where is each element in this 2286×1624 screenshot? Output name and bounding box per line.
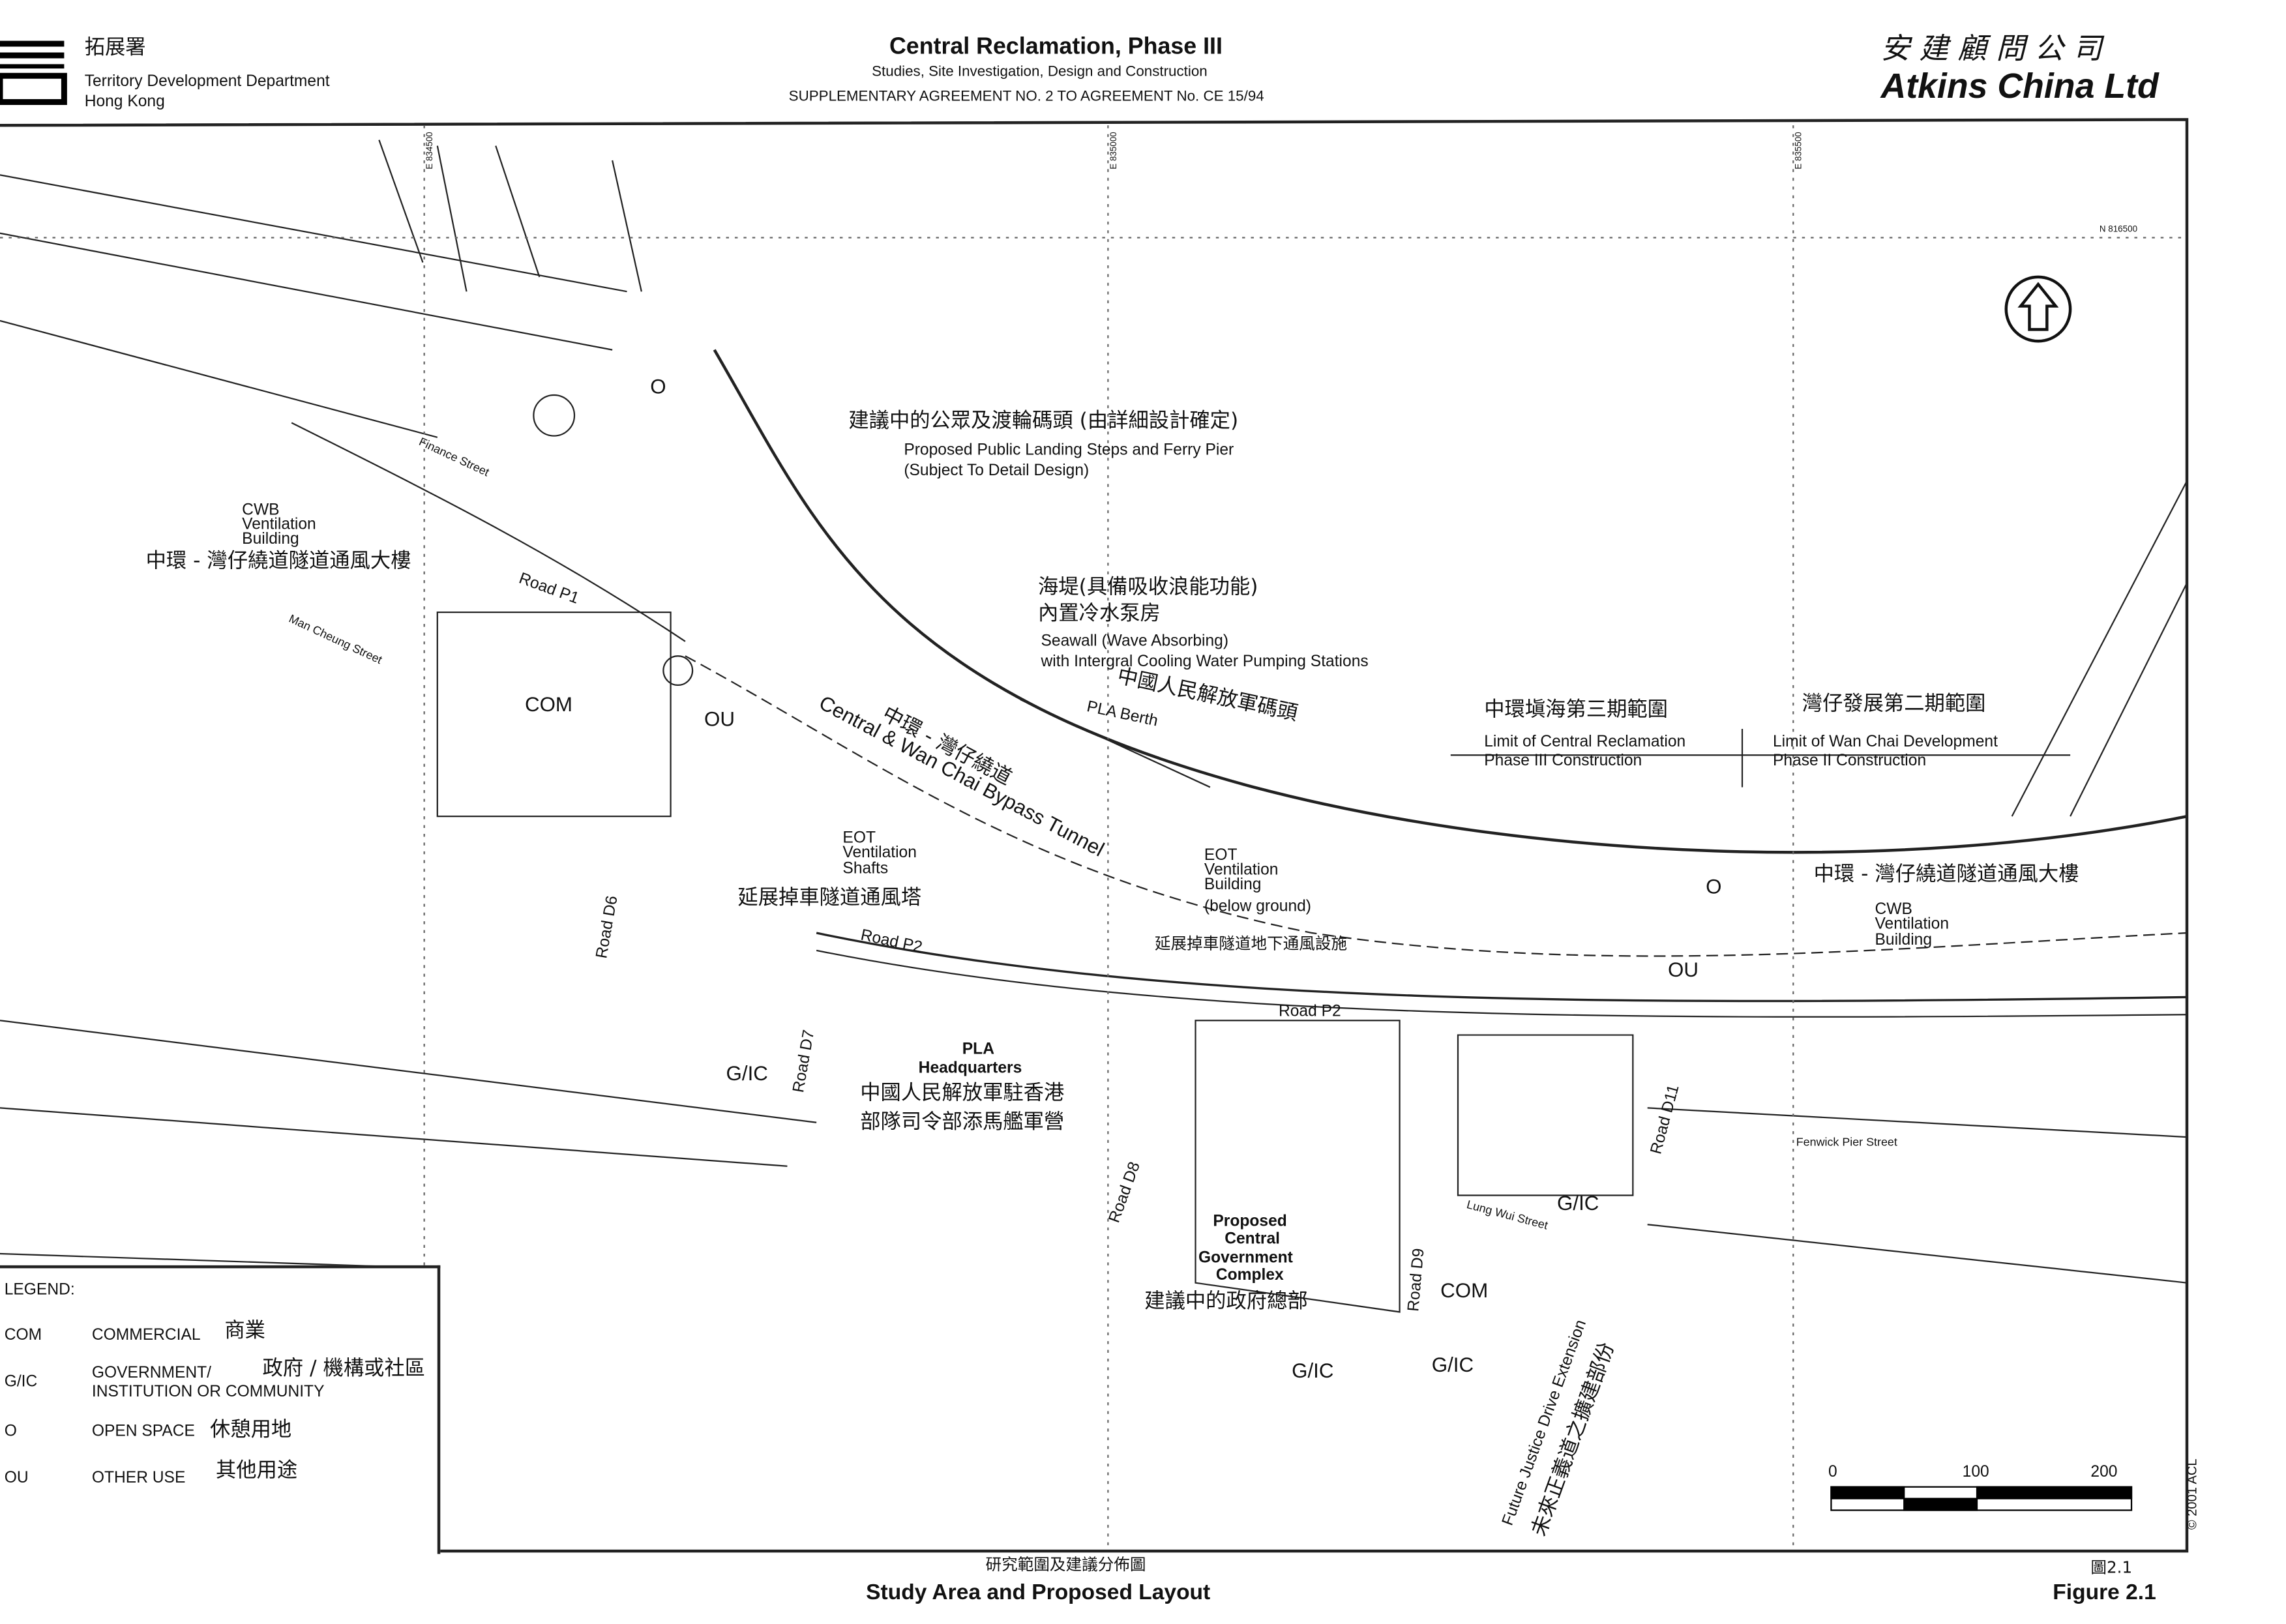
company-name-en: Atkins China Ltd bbox=[1880, 66, 2159, 107]
legend-desc-cn: 商業 bbox=[224, 1319, 265, 1343]
zone-label-o: O bbox=[1706, 874, 1722, 898]
seawall-label-cn2: 內置冷水泵房 bbox=[1038, 602, 1161, 626]
zone-label-gic: G/IC bbox=[1292, 1358, 1334, 1382]
cwb-vent-east-label: Building bbox=[1875, 931, 1933, 949]
legend-desc-cn: 其他用途 bbox=[215, 1459, 298, 1483]
zone-label-gic: G/IC bbox=[1557, 1190, 1599, 1215]
north-arrow-icon bbox=[2004, 275, 2072, 343]
scale-tick: 100 bbox=[1962, 1463, 1989, 1481]
dept-city: Hong Kong bbox=[84, 93, 165, 111]
road-p2 bbox=[816, 932, 2188, 1003]
grid-label: N 816500 bbox=[2099, 226, 2138, 235]
dept-name-en: Territory Development Department bbox=[84, 72, 330, 91]
legend-title: LEGEND: bbox=[4, 1281, 75, 1299]
limit-wanchai-note: Phase II Construction bbox=[1772, 752, 1927, 770]
eot-building-label: Building bbox=[1204, 876, 1262, 894]
seawall-label: Seawall (Wave Absorbing) bbox=[1041, 632, 1229, 651]
eot-shafts-label: Shafts bbox=[842, 860, 889, 878]
legend-code: COM bbox=[4, 1326, 42, 1344]
ferry-pier-label-cn: 建議中的公眾及渡輪碼頭 (由詳細設計確定) bbox=[848, 409, 1239, 434]
pla-hq-label: PLA bbox=[962, 1041, 994, 1059]
limit-central-label: Limit of Central Reclamation bbox=[1484, 733, 1686, 751]
cgc-label: Central bbox=[1225, 1230, 1280, 1248]
road-p1 bbox=[291, 422, 686, 642]
road-label: Road P2 bbox=[1278, 1003, 1341, 1021]
caption-en: Study Area and Proposed Layout bbox=[866, 1580, 1211, 1605]
scale-tick: 200 bbox=[2090, 1463, 2118, 1481]
eot-building-label: EOT bbox=[1204, 847, 1238, 864]
limit-wanchai-label-cn: 灣仔發展第二期範圍 bbox=[1802, 692, 1986, 716]
bypass-tunnel bbox=[685, 655, 2188, 957]
ferry-pier-label: Proposed Public Landing Steps and Ferry … bbox=[904, 441, 1234, 460]
legend-desc: INSTITUTION OR COMMUNITY bbox=[91, 1383, 325, 1401]
zone-label-gic: G/IC bbox=[726, 1061, 768, 1085]
legend-desc: COMMERCIAL bbox=[91, 1326, 201, 1344]
zone-label-ou: OU bbox=[1667, 958, 1699, 981]
legend-code: O bbox=[4, 1423, 17, 1441]
eot-shafts-label-cn: 延展掉車隧道通風塔 bbox=[737, 886, 922, 910]
legend-desc: GOVERNMENT/ bbox=[91, 1364, 212, 1382]
copyright: © 2001 ACL bbox=[2184, 1458, 2199, 1530]
cwb-vent-east-label: Ventilation bbox=[1875, 915, 1950, 934]
zone-label-o: O bbox=[650, 374, 666, 398]
project-title: Central Reclamation, Phase III bbox=[889, 35, 1223, 60]
eot-shafts-label: EOT bbox=[842, 829, 876, 848]
cgc-label-cn: 建議中的政府總部 bbox=[1144, 1290, 1308, 1314]
cgc-label: Government bbox=[1198, 1249, 1293, 1267]
project-subtitle: Studies, Site Investigation, Design and … bbox=[872, 64, 1208, 80]
cwb-vent-west-label: Building bbox=[242, 530, 299, 548]
limit-central-label-cn: 中環塡海第三期範圍 bbox=[1484, 698, 1668, 722]
cgc-label: Complex bbox=[1215, 1267, 1284, 1284]
dept-name-cn: 拓展署 bbox=[84, 36, 146, 60]
zone-label-gic: G/IC bbox=[1431, 1353, 1474, 1376]
eot-building-label-cn: 延展掉車隧道地下通風設施 bbox=[1154, 934, 1348, 954]
cwb-vent-west-label-cn: 中環 - 灣仔繞道隧道通風大樓 bbox=[145, 549, 411, 573]
company-name-cn: 安 建 顧 問 公 司 bbox=[1880, 30, 2102, 66]
figure-number: Figure 2.1 bbox=[2053, 1580, 2156, 1605]
zone-label-ou: OU bbox=[704, 707, 735, 731]
legend: LEGEND: COM COMMERCIAL 商業 G/IC GOVERNMEN… bbox=[0, 1265, 441, 1554]
roundabout bbox=[662, 655, 694, 687]
cwb-vent-east-label: CWB bbox=[1875, 900, 1912, 919]
agreement-no: SUPPLEMENTARY AGREEMENT NO. 2 TO AGREEME… bbox=[788, 89, 1264, 105]
eot-building-note: (below ground) bbox=[1204, 898, 1312, 916]
legend-code: OU bbox=[4, 1469, 29, 1487]
map-frame bbox=[0, 118, 2189, 1553]
grid-label: E 834500 bbox=[426, 132, 436, 170]
scale-bar bbox=[1830, 1486, 2133, 1511]
cwb-vent-west-label: CWB bbox=[242, 501, 280, 520]
caption-cn: 研究範圍及建議分佈圖 bbox=[985, 1555, 1146, 1574]
cwb-vent-east-label-cn: 中環 - 灣仔繞道隧道通風大樓 bbox=[1813, 863, 2079, 887]
eot-building-label: Ventilation bbox=[1204, 861, 1279, 879]
legend-desc-cn: 休憩用地 bbox=[209, 1418, 292, 1442]
logo-icon bbox=[0, 40, 67, 105]
legend-desc: OPEN SPACE bbox=[91, 1423, 195, 1441]
limit-wanchai-label: Limit of Wan Chai Development bbox=[1772, 733, 1998, 751]
seawall-note: with Intergral Cooling Water Pumping Sta… bbox=[1041, 653, 1369, 671]
pla-hq-label-cn: 中國人民解放軍駐香港 bbox=[860, 1082, 1065, 1105]
figure-number-cn: 圖2.1 bbox=[2090, 1558, 2133, 1578]
street-label: Fenwick Pier Street bbox=[1796, 1135, 1897, 1149]
legend-desc: OTHER USE bbox=[91, 1469, 186, 1487]
ferry-pier-note: (Subject To Detail Design) bbox=[904, 462, 1090, 480]
grid-label: E 835000 bbox=[1110, 132, 1120, 170]
cwb-vent-west-label: Ventilation bbox=[242, 516, 316, 534]
cgc-label: Proposed bbox=[1213, 1213, 1287, 1231]
zone-label-com: COM bbox=[524, 692, 573, 716]
seawall-line bbox=[713, 349, 2188, 854]
pla-hq-label: Headquarters bbox=[918, 1059, 1022, 1078]
zone-label-com: COM bbox=[1440, 1278, 1489, 1302]
grid-label: E 835500 bbox=[1795, 132, 1805, 170]
legend-desc-cn: 政府 / 機構或社區 bbox=[262, 1357, 426, 1381]
limit-central-note: Phase III Construction bbox=[1484, 752, 1642, 770]
seawall-label-cn: 海堤(具備吸收浪能功能) bbox=[1038, 576, 1258, 599]
pla-hq-label-cn: 部隊司令部添馬艦軍營 bbox=[860, 1110, 1065, 1134]
legend-code: G/IC bbox=[4, 1373, 38, 1391]
piers bbox=[378, 140, 642, 292]
scale-tick: 0 bbox=[1828, 1463, 1837, 1481]
eot-shafts-label: Ventilation bbox=[842, 844, 917, 862]
